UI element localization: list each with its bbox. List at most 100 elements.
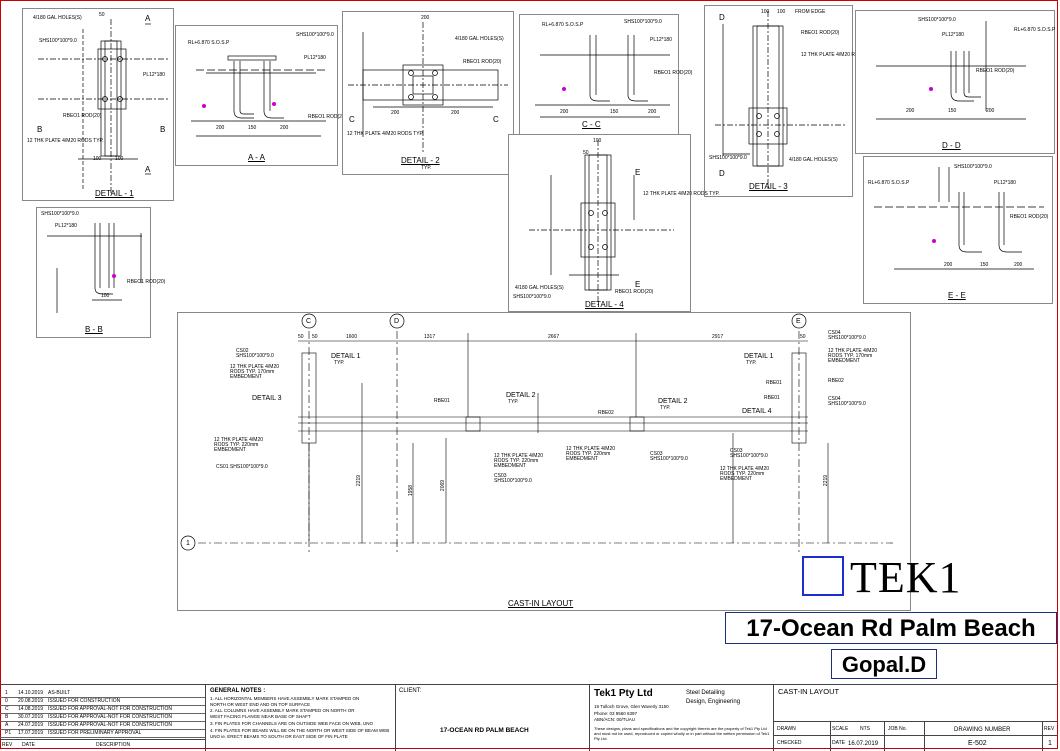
detail-1-callout-shs: SHS100*100*9.0 xyxy=(39,38,77,44)
detail-4-drawing xyxy=(529,140,674,305)
detail-1-dim: 100 xyxy=(93,156,102,162)
detail-label: DETAIL 2 xyxy=(658,398,688,405)
section-cc-dim: 150 xyxy=(610,109,619,115)
detail-3-callout-rod: RBEO1 ROD(20) xyxy=(801,30,840,36)
section-aa-callout-pl: PL12*180 xyxy=(304,55,326,61)
section-dd-callout-rl: RL+6.870 S.O.S.P xyxy=(1014,27,1056,33)
scale-value: NTS xyxy=(860,726,870,732)
detail-label: DETAIL 3 xyxy=(252,395,282,402)
section-aa-dim: 150 xyxy=(248,125,257,131)
section-bb-callout-rod: RBEO1 ROD(20) xyxy=(127,279,166,285)
cast-in-callout: RBE01 xyxy=(434,398,450,404)
detail-label: DETAIL 1 xyxy=(331,353,361,360)
detail-4-title: DETAIL - 4 xyxy=(585,300,624,309)
detail-3-frame: FROM EDGE RBEO1 ROD(20) 12 THK PLATE 4/M… xyxy=(704,5,878,197)
section-marker: E xyxy=(635,168,641,177)
section-bb-dim: 100 xyxy=(101,293,110,299)
section-ee-frame: RL+6.870 S.O.S.P SHS100*100*9.0 PL12*180… xyxy=(863,156,1053,304)
detail-3-dim: 100 xyxy=(761,9,770,15)
revision-row: C 14.08.2019 ISSUED FOR APPROVAL-NOT FOR… xyxy=(0,705,205,714)
dim-vertical: 1958 xyxy=(408,484,415,497)
section-marker: B xyxy=(37,125,43,134)
detail-2-callout-rod: RBEO1 ROD(20) xyxy=(463,59,502,65)
section-dd-frame: SHS100*100*9.0 PL12*180 RL+6.870 S.O.S.P… xyxy=(855,10,1055,154)
company-abn: ABN/ACN: 00/TUAU xyxy=(594,717,636,722)
note-line: 1. ALL HORIZONTAL MEMBERS HAVE ASSEMBLY … xyxy=(210,696,360,701)
company-cell: Tek1 Pty Ltd Steel Detailing Design, Eng… xyxy=(590,685,774,751)
section-marker: C xyxy=(349,115,355,124)
company-address: 19 Tulloch Grove, Glen Waverly 3150 xyxy=(594,704,669,709)
section-bb-callout-shs: SHS100*100*9.0 xyxy=(41,211,79,217)
revision-row: B 30.07.2019 ISSUED FOR APPROVAL-NOT FOR… xyxy=(0,713,205,722)
detail-1-dim: 50 xyxy=(99,12,105,18)
company-service: Design, Engineering xyxy=(686,699,741,705)
detail-4-callout-rod: RBEO1 ROD(20) xyxy=(615,289,654,295)
cast-in-callout: CS03 SHS100*100*9.0 xyxy=(730,448,768,459)
detail-2-title: DETAIL - 2 xyxy=(401,156,440,165)
detail-2-dim: 200 xyxy=(391,110,400,116)
cast-in-callout: CS01 SHS100*100*9.0 xyxy=(216,464,268,470)
dim-top: 50 xyxy=(298,334,304,340)
section-ee-callout-shs: SHS100*100*9.0 xyxy=(954,164,992,170)
section-cc-frame: RL+6.870 S.O.S.P SHS100*100*9.0 PL12*180… xyxy=(519,14,692,135)
detail-3-title: DETAIL - 3 xyxy=(749,182,788,191)
grid-label-d: D xyxy=(394,318,400,325)
section-aa-callout-rl: RL+6.870 S.O.S.P xyxy=(188,40,230,46)
detail-label-typ: TYP. xyxy=(508,399,519,405)
cast-in-callout: 12 THK PLATE 4/M20 RODS TYP. 220mm EMBED… xyxy=(566,446,616,462)
section-cc-dim: 200 xyxy=(648,109,657,115)
detail-4-callout-holes: 4/180 GAL HOLES(S) xyxy=(515,285,564,291)
section-dd-callout-rod: RBEO1 ROD(20) xyxy=(976,68,1015,74)
section-dd-callout-shs: SHS100*100*9.0 xyxy=(918,17,956,23)
cast-in-callout: 12 THK PLATE 4/M20 RODS TYP. 170mm EMBED… xyxy=(828,348,878,364)
cast-in-callout: CS02 SHS100*100*9.0 xyxy=(236,348,274,359)
detail-2-drawing xyxy=(348,22,508,152)
author-banner: Gopal.D xyxy=(831,649,937,679)
detail-3-dim: 100 xyxy=(777,9,786,15)
client-label: CLIENT: xyxy=(399,688,422,694)
client-value: 17-OCEAN RD PALM BEACH xyxy=(440,727,529,734)
section-ee-callout-pl: PL12*180 xyxy=(994,180,1016,186)
section-dd-title: D - D xyxy=(942,141,961,150)
section-aa-dim: 200 xyxy=(280,125,289,131)
detail-1-frame: 4/180 GAL HOLES(S) SHS100*100*9.0 PL12*1… xyxy=(22,8,174,201)
detail-1-title: DETAIL - 1 xyxy=(95,189,134,198)
detail-1-drawing xyxy=(38,19,168,194)
cast-in-layout-drawing xyxy=(180,313,893,553)
note-line: 2. ALL COLUMNS HAVE ASSEMBLY MARK STAMPE… xyxy=(210,708,355,713)
dim-top: 50 xyxy=(800,334,806,340)
detail-label: DETAIL 2 xyxy=(506,392,536,399)
detail-label: DETAIL 1 xyxy=(744,353,774,360)
project-banner: 17-Ocean Rd Palm Beach xyxy=(725,612,1057,644)
section-marker: E xyxy=(635,280,641,289)
section-cc-callout-rod: RBEO1 ROD(20) xyxy=(654,70,693,76)
section-dd-callout-pl: PL12*180 xyxy=(942,32,964,38)
cast-in-callout: CS03 SHS100*100*9.0 xyxy=(650,451,688,462)
drawing-number-label: DRAWING NUMBER xyxy=(954,727,1011,733)
section-cc-title: C - C xyxy=(582,120,601,129)
scale-label: SCALE xyxy=(832,726,849,732)
revision-table: 1 14.10.2019 AS-BUILT 0 20.08.2019 ISSUE… xyxy=(0,685,206,751)
section-aa-dim: 200 xyxy=(216,125,225,131)
cast-in-callout: RBE02 xyxy=(598,410,614,416)
rev-label: REV xyxy=(1044,726,1055,732)
detail-2-callout-holes: 4/180 GAL HOLES(S) xyxy=(455,36,504,42)
section-bb-callout-pl: PL12*180 xyxy=(55,223,77,229)
note-line: NORTH OR WEST END AND ON TOP SURFACE xyxy=(210,702,311,707)
cast-in-callout: 12 THK PLATE 4/M20 RODS TYP. 170mm EMBED… xyxy=(230,364,280,380)
logo-wordmark: TEK1 xyxy=(850,553,962,602)
note-line: 3. FIN PLATES FOR CHANNELS ARE ON OUTSID… xyxy=(210,721,373,726)
dim-vertical: 2219 xyxy=(823,474,830,487)
cast-in-callout: CS03 SHS100*100*9.0 xyxy=(494,473,532,484)
cast-in-callout: 12 THK PLATE 4/M20 RODS TYP. 220mm EMBED… xyxy=(494,453,544,469)
section-aa-drawing xyxy=(191,55,326,137)
section-cc-callout-rl: RL+6.870 S.O.S.P xyxy=(542,22,584,28)
section-cc-callout-shs: SHS100*100*9.0 xyxy=(624,19,662,25)
section-dd-dim: 150 xyxy=(948,108,957,114)
section-aa-frame: RL+6.870 S.O.S.P SHS100*100*9.0 PL12*180… xyxy=(175,25,346,166)
revision-row: 0 20.08.2019 ISSUED FOR CONSTRUCTION xyxy=(0,697,205,706)
detail-label-typ: TYP. xyxy=(746,360,757,366)
cast-in-callout: RBE02 xyxy=(828,378,844,384)
cast-in-layout-frame: C D E 1 50 50 1600 1317 2667 2917 50 221… xyxy=(177,312,911,611)
dim-top: 2917 xyxy=(712,334,724,340)
